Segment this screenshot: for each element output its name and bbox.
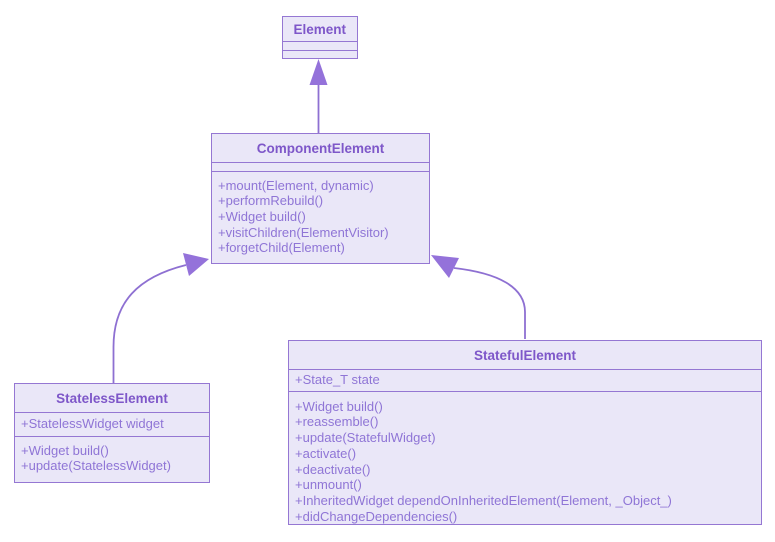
method-entry: +visitChildren(ElementVisitor) (218, 224, 389, 240)
method-entry: +mount(Element, dynamic) (218, 177, 374, 193)
attribute-entry: +State_T state (295, 372, 380, 387)
attributes-compartment-component-element (212, 162, 429, 171)
method-entry: +Widget build() (295, 398, 383, 414)
method-entry: +forgetChild(Element) (218, 240, 345, 256)
class-box-stateless-element: StatelessElement +StatelessWidget widget… (14, 383, 210, 483)
class-title-stateless-element: StatelessElement (56, 391, 168, 406)
attribute-entry: +StatelessWidget widget (21, 416, 164, 431)
methods-compartment-stateful-element: +Widget build() +reassemble() +update(St… (289, 390, 761, 529)
method-entry: +unmount() (295, 477, 362, 493)
methods-compartment-component-element: +mount(Element, dynamic) +performRebuild… (212, 170, 429, 264)
inheritance-arrow-stateless-to-component (112, 253, 209, 383)
method-entry: +update(StatelessWidget) (21, 458, 171, 474)
class-title-component-element: ComponentElement (256, 141, 385, 156)
methods-compartment-element (283, 49, 357, 59)
method-entry: +update(StatefulWidget) (295, 430, 436, 446)
class-box-component-element: ComponentElement +mount(Element, dynamic… (211, 133, 430, 264)
inheritance-arrow-stateful-to-component (431, 255, 526, 339)
class-box-stateful-element: StatefulElement +State_T state +Widget b… (288, 340, 762, 525)
method-entry: +deactivate() (295, 461, 371, 477)
attributes-compartment-stateful-element: +State_T state (289, 369, 761, 391)
attributes-compartment-stateless-element: +StatelessWidget widget (15, 412, 209, 436)
method-entry: +performRebuild() (218, 193, 324, 209)
class-title-stateful-element: StatefulElement (473, 348, 577, 363)
inheritance-arrow-component-to-element (309, 59, 328, 133)
method-entry: +didChangeDependencies() (295, 508, 458, 524)
method-entry: +activate() (295, 445, 357, 461)
class-box-element: Element (282, 16, 358, 59)
methods-compartment-stateless-element: +Widget build() +update(StatelessWidget) (15, 435, 209, 482)
method-entry: +Widget build() (218, 208, 306, 224)
method-entry: +Widget build() (21, 442, 109, 458)
class-title-element: Element (293, 22, 347, 37)
attributes-compartment-element (283, 41, 357, 50)
method-entry: +reassemble() (295, 414, 379, 430)
method-entry: +InheritedWidget dependOnInheritedElemen… (295, 492, 672, 508)
